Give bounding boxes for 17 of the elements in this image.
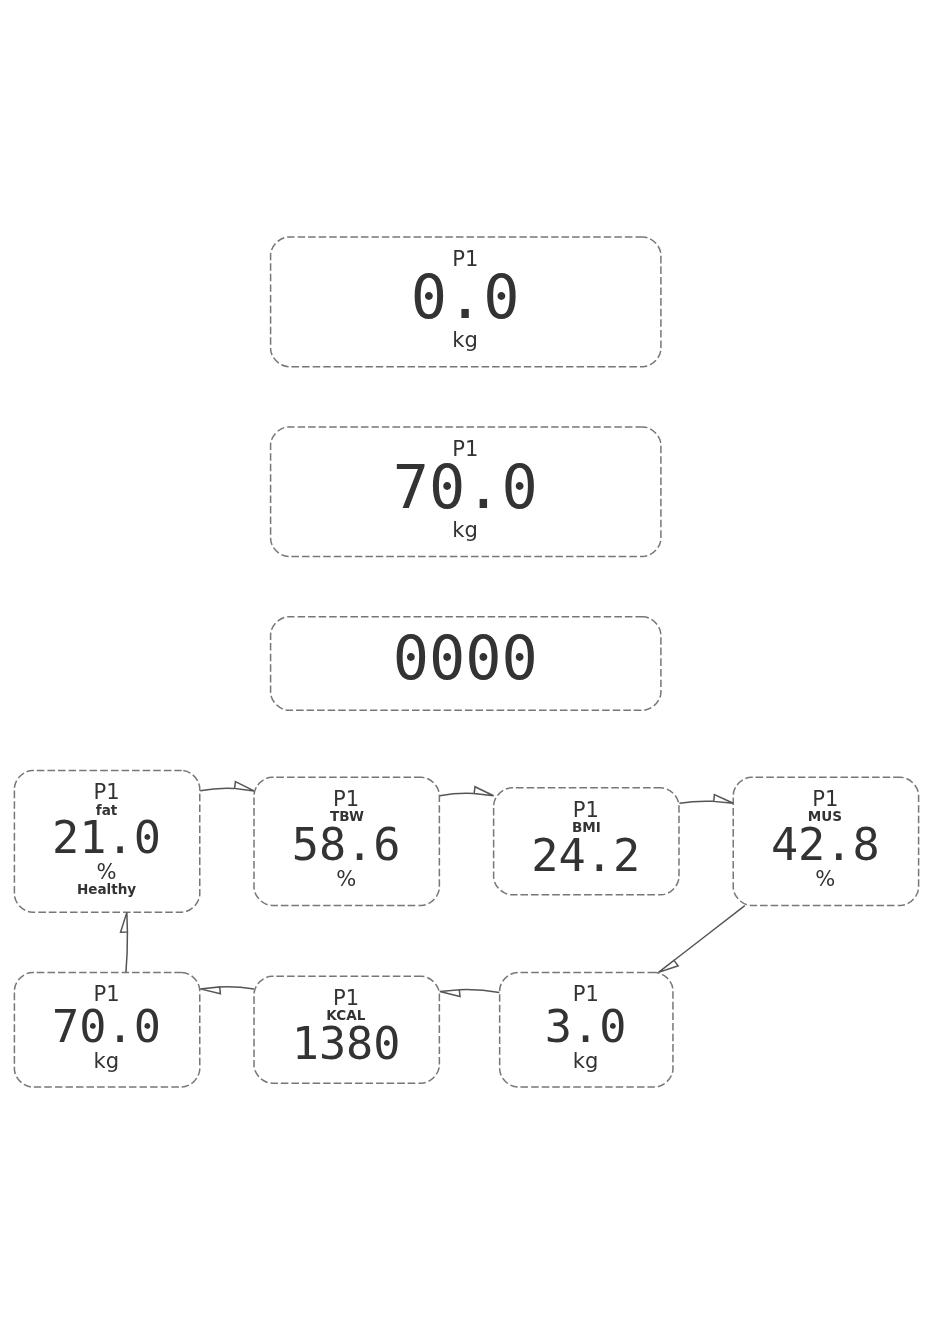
node-box: P1 0.0 kg bbox=[269, 236, 662, 368]
arrow bbox=[678, 793, 734, 805]
arrow bbox=[439, 785, 495, 797]
node-box: P1 fat 21.0 % Healthy bbox=[13, 769, 201, 913]
node-box: P1 3.0 kg bbox=[498, 971, 674, 1088]
arrow bbox=[199, 780, 255, 792]
node-box: P1 70.0 kg bbox=[269, 426, 662, 558]
node-box: P1 BMI 24.2 bbox=[492, 787, 680, 896]
arrow bbox=[657, 904, 746, 974]
node-box: P1 70.0 kg bbox=[13, 971, 201, 1088]
node-box: P1 TBW 58.6 % bbox=[253, 776, 441, 907]
arrow bbox=[199, 986, 255, 995]
arrow bbox=[119, 911, 129, 973]
node-box: 0000 bbox=[269, 616, 662, 711]
node-box: P1 MUS 42.8 % bbox=[732, 776, 920, 907]
arrow bbox=[439, 988, 501, 998]
node-box: P1 KCAL 1380 bbox=[253, 975, 441, 1084]
